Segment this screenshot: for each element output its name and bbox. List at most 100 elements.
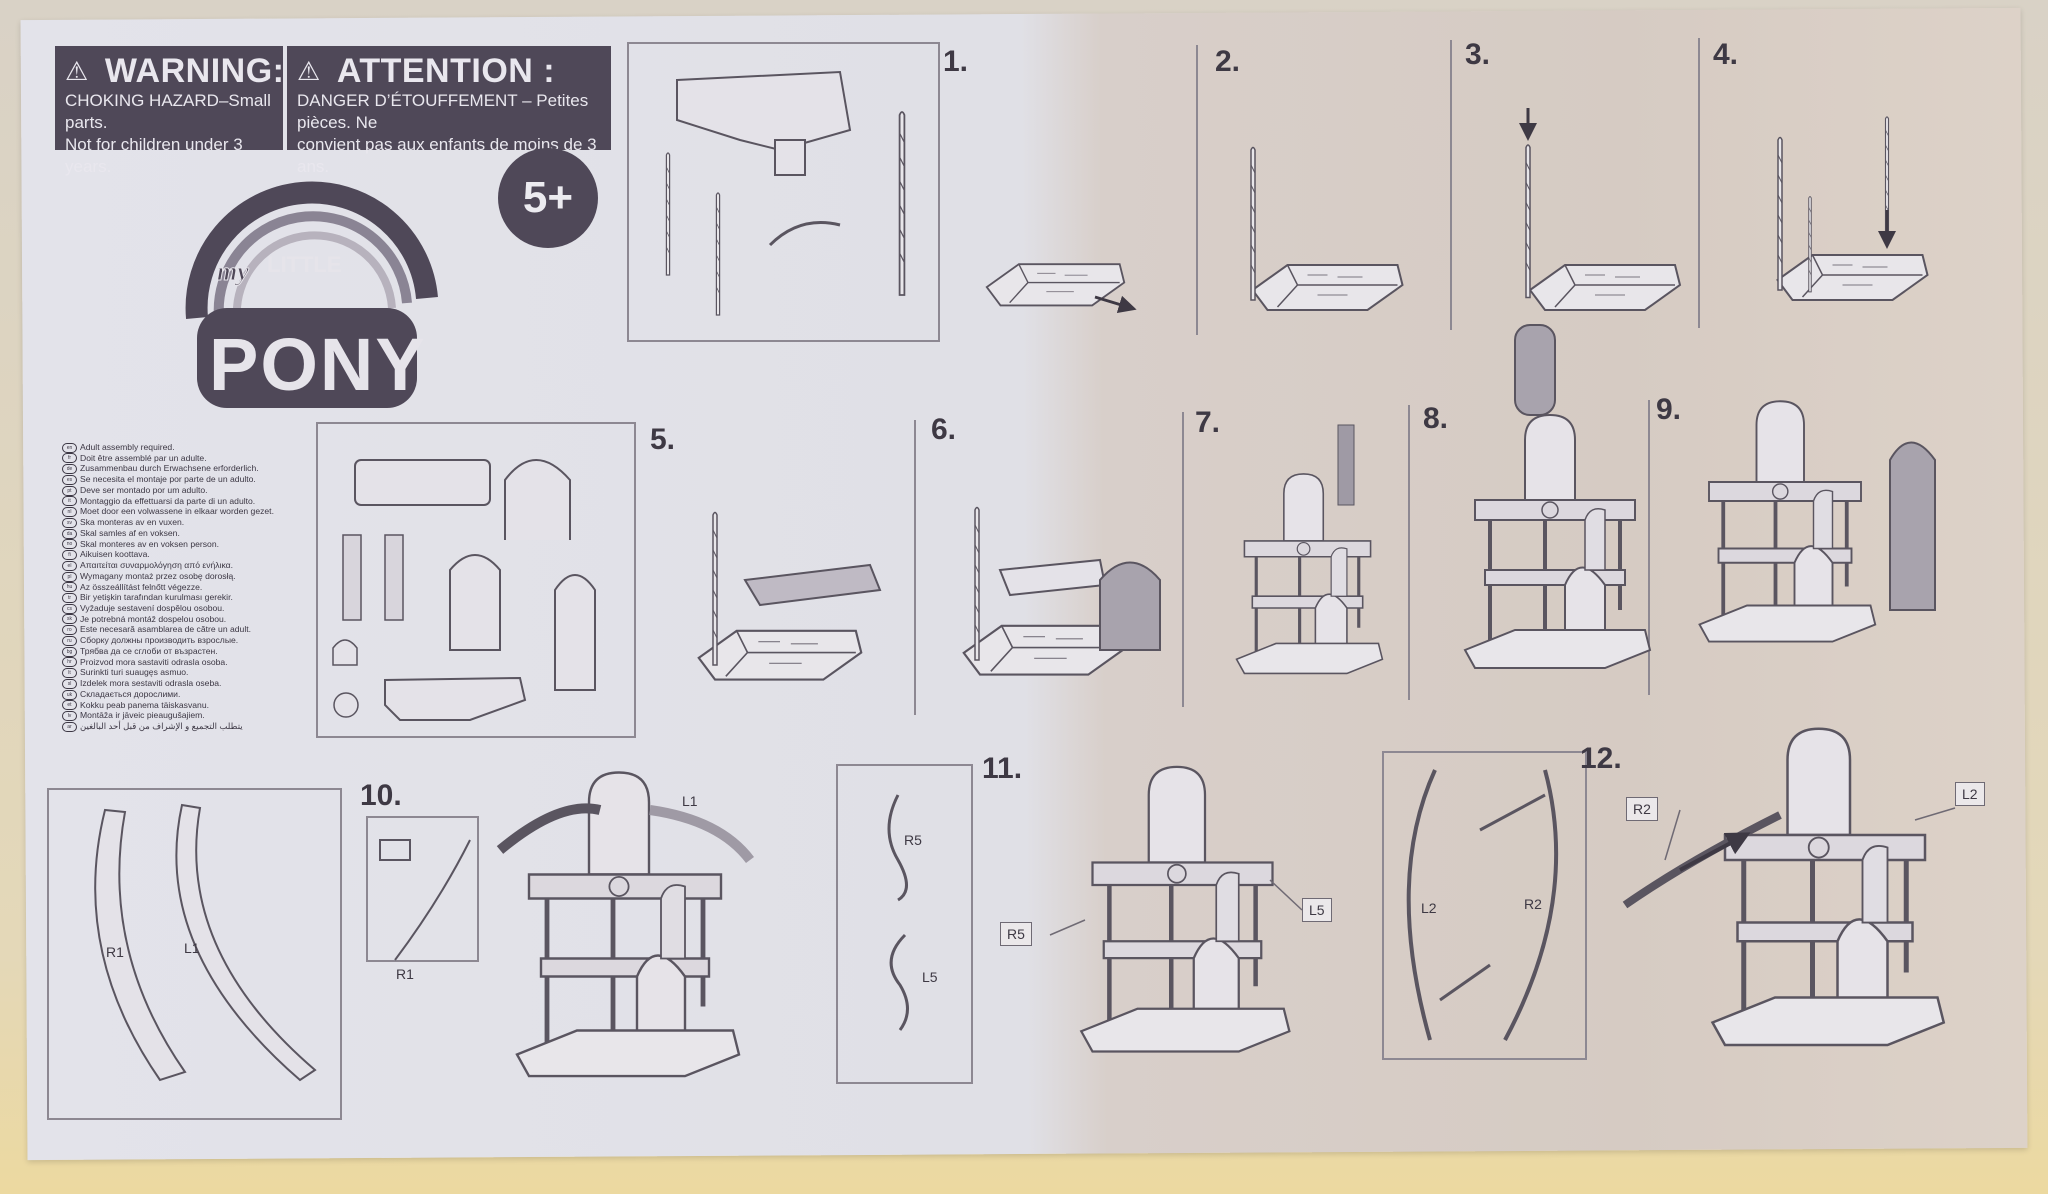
assembly-notice-text: Este necesară asamblarea de către un adu… [80, 624, 252, 635]
assembly-notice-text: Сборку должны производить взрослые. [80, 635, 239, 646]
parts-box-step-11 [836, 764, 973, 1084]
warning-line: Not for children under 3 years. [65, 135, 243, 176]
assembly-notice-text: Adult assembly required. [80, 442, 175, 452]
parts-box-rails [47, 788, 342, 1120]
step-11-number: 11. [982, 752, 1023, 785]
assembly-notice-text: Skal monteres av en voksen person. [80, 538, 220, 549]
divider [1698, 38, 1700, 328]
step-10-number: 10. [360, 779, 402, 812]
divider [914, 420, 916, 715]
language-code-badge: fi [62, 550, 77, 561]
language-code-badge: es [62, 474, 77, 485]
my-little-pony-logo: my LITTLE PONY [157, 168, 457, 418]
language-code-badge: et [62, 700, 77, 711]
language-code-badge: sv [62, 517, 77, 528]
assembly-notice-text: Трябва да се сглоби от възрастен. [80, 645, 218, 656]
assembly-notice-text: Aikuisen koottava. [80, 549, 150, 560]
parts-step-1 [665, 70, 906, 316]
callout-l2: L2 [1955, 782, 1985, 806]
warning-triangle-icon: ⚠ [65, 56, 89, 86]
language-code-badge: hr [62, 657, 77, 668]
assembly-notice-text: Proizvod mora sastaviti odrasla osoba. [80, 656, 228, 667]
step-3-number: 3. [1465, 38, 1491, 71]
parts-box-step-12 [1382, 751, 1587, 1060]
assembly-notice-text: Izdelek mora sestaviti odrasla oseba. [80, 678, 222, 689]
svg-text:my: my [217, 257, 249, 286]
step-9-number: 9. [1656, 393, 1682, 426]
language-code-badge: de [62, 464, 77, 475]
step-7-number: 7. [1195, 406, 1221, 439]
warning-french: ⚠ATTENTION : DANGER D’ÉTOUFFEMENT – Peti… [287, 46, 611, 176]
age-badge: 5+ [498, 148, 598, 248]
assembly-notice-text: Kokku peab panema täiskasvanu. [80, 699, 209, 710]
assembly-notice-text: Απαιτείται συναρμολόγηση από ενήλικα. [80, 560, 234, 571]
language-code-badge: ro [62, 625, 77, 636]
assembly-notice-text: Montāža ir jāveic pieaugušajiem. [80, 710, 205, 721]
step-6-number: 6. [931, 413, 957, 446]
parts-step-5 [332, 459, 596, 721]
svg-text:LITTLE: LITTLE [267, 252, 342, 277]
callout-l5: L5 [1302, 898, 1332, 922]
divider [1182, 412, 1184, 707]
language-code-badge: en [62, 442, 77, 453]
language-code-badge: pl [62, 571, 77, 582]
warning-line: DANGER D’ÉTOUFFEMENT – Petites pièces. N… [297, 91, 589, 132]
language-code-badge: cs [62, 603, 77, 614]
assembly-notice-text: Moet door een volwassene in elkaar worde… [80, 506, 274, 517]
part-label-r5: R5 [904, 832, 922, 848]
language-code-badge: sl [62, 678, 77, 689]
language-code-badge: bg [62, 646, 77, 657]
assembly-notice-text: Skal samles af en voksen. [80, 527, 180, 538]
language-code-badge: tr [62, 593, 77, 604]
language-code-badge: hu [62, 582, 77, 593]
language-code-badge: el [62, 560, 77, 571]
warning-line: convient pas aux enfants de moins de 3 a… [297, 135, 597, 176]
assembly-notice-text: Se necesita el montaje por parte de un a… [80, 474, 256, 485]
detail-box-step-10 [366, 816, 479, 962]
language-code-badge: no [62, 539, 77, 550]
parts-box-step-5 [316, 422, 636, 738]
part-label-l5: L5 [922, 969, 938, 985]
language-code-badge: ar [62, 721, 77, 732]
assembly-notice-text: Zusammenbau durch Erwachsene erforderlic… [80, 463, 259, 474]
attention-title: ATTENTION : [336, 52, 556, 90]
language-code-badge: lv [62, 711, 77, 722]
warning-title: WARNING: [104, 52, 285, 90]
step-5-number: 5. [650, 423, 676, 456]
language-code-badge: fr [62, 453, 77, 464]
step-1-number: 1. [943, 45, 969, 78]
assembly-notice-text: Montaggio da effettuarsi da parte di un … [80, 495, 256, 506]
part-label-l1-step10: L1 [682, 793, 698, 809]
part-label-r2: R2 [1524, 896, 1542, 912]
divider [1450, 40, 1452, 330]
assembly-notice-text: Je potrebná montáž dospelou osobou. [80, 613, 227, 624]
language-code-badge: ru [62, 635, 77, 646]
assembly-notice-text: Az összeállítást felnőtt végezze. [80, 581, 203, 592]
warning-panel: ⚠WARNING: CHOKING HAZARD–Small parts. No… [55, 46, 611, 176]
language-code-badge: nl [62, 507, 77, 518]
callout-r2: R2 [1626, 797, 1658, 821]
